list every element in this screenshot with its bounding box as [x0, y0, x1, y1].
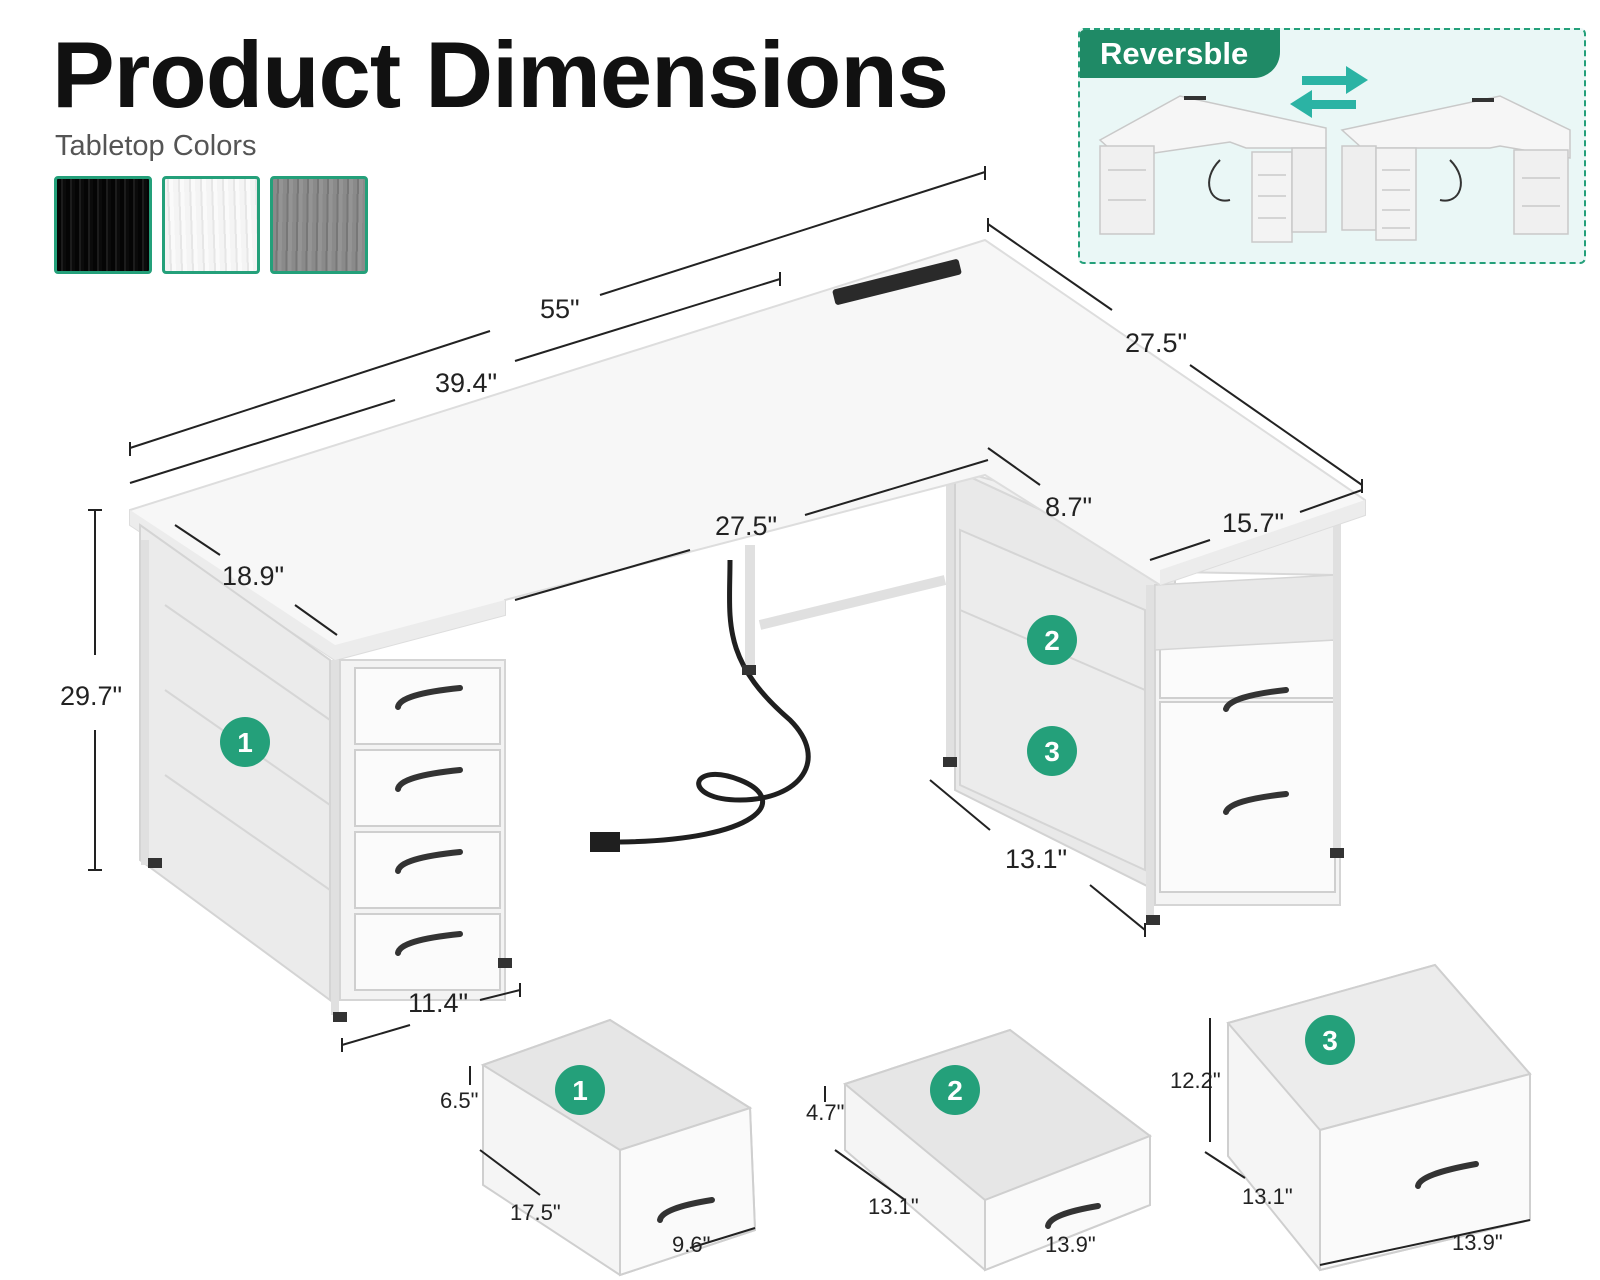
desk-right-orientation — [1340, 95, 1571, 241]
tabletop-colors-label: Tabletop Colors — [55, 130, 257, 162]
dim-cabinet-width: 11.4" — [408, 988, 468, 1018]
l-shaped-desk — [129, 238, 1366, 1022]
color-swatch-white[interactable] — [162, 176, 260, 274]
svg-text:2: 2 — [1044, 625, 1060, 656]
badge-3-drawer: 3 — [1305, 1015, 1355, 1065]
color-swatch-gray[interactable] — [270, 176, 368, 274]
drawer-2-width: 13.9" — [1045, 1232, 1096, 1257]
drawer-labels: 6.5" 17.5" 9.6" 4.7" 13.1" 13.9" 12.2" 1… — [440, 1068, 1503, 1257]
dimension-lines — [88, 166, 1363, 1052]
drawer-3-depth: 13.1" — [1242, 1184, 1293, 1209]
badge-3-desk: 3 — [1027, 726, 1077, 776]
reversible-panel: Reversble — [1078, 28, 1586, 264]
svg-text:1: 1 — [572, 1075, 588, 1106]
drawer-box-3 — [1204, 963, 1532, 1272]
badge-1-desk: 1 — [220, 717, 270, 767]
drawer-1-depth: 17.5" — [510, 1200, 561, 1225]
dim-main-depth: 18.9" — [222, 561, 284, 591]
svg-text:1: 1 — [237, 727, 253, 758]
drawer-2-depth: 13.1" — [868, 1194, 919, 1219]
svg-text:3: 3 — [1044, 736, 1060, 767]
svg-text:2: 2 — [947, 1075, 963, 1106]
dim-return-depth: 15.7" — [1222, 508, 1284, 538]
dim-return-inner: 8.7" — [1045, 492, 1092, 522]
svg-text:3: 3 — [1322, 1025, 1338, 1056]
color-swatch-black[interactable] — [54, 176, 152, 274]
drawer-3-width: 13.9" — [1452, 1230, 1503, 1255]
drawer-2-height: 4.7" — [806, 1100, 844, 1125]
dimension-labels: 55" 39.4" 27.5" 29.7" 18.9" 27.5" 8.7" 1… — [60, 294, 1284, 1018]
drawer-box-1 — [469, 1018, 757, 1277]
dim-inner-length: 27.5" — [715, 511, 777, 541]
dim-height: 29.7" — [60, 681, 122, 711]
reversible-label: Reversble — [1080, 30, 1281, 78]
dim-file-cabinet-depth: 13.1" — [1005, 844, 1067, 874]
badge-2-desk: 2 — [1027, 615, 1077, 665]
number-badges: 1 2 3 1 2 3 — [220, 615, 1355, 1115]
page-title: Product Dimensions — [52, 22, 949, 127]
drawer-box-2 — [824, 1028, 1153, 1272]
desk-left-orientation — [1098, 95, 1327, 243]
badge-2-drawer: 2 — [930, 1065, 980, 1115]
drawer-3-height: 12.2" — [1170, 1068, 1221, 1093]
dim-total-length: 55" — [540, 294, 580, 324]
dim-return-length: 27.5" — [1125, 328, 1187, 358]
drawer-1-height: 6.5" — [440, 1088, 478, 1113]
badge-1-drawer: 1 — [555, 1065, 605, 1115]
swap-arrows-icon — [1290, 66, 1368, 118]
dim-main-length: 39.4" — [435, 368, 497, 398]
drawer-1-width: 9.6" — [672, 1232, 710, 1257]
reversible-illustration — [1098, 66, 1571, 243]
